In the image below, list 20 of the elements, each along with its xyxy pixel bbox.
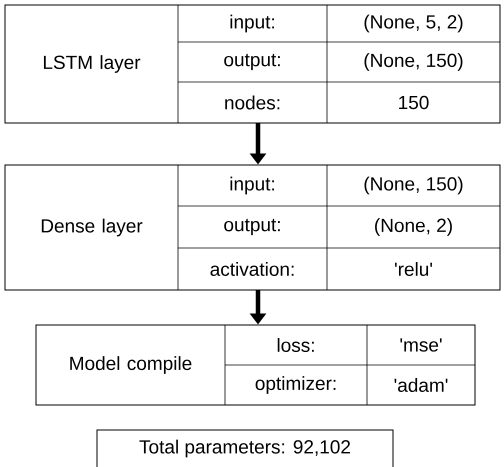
cell-text: (None, 150) xyxy=(364,176,462,194)
cell-text: 'adam' xyxy=(394,378,448,392)
cell-text: (None, 2) xyxy=(375,218,452,236)
title-text: Dense layer xyxy=(42,218,142,236)
cell-text: 'mse' xyxy=(400,338,442,352)
cell-text: output: xyxy=(224,54,280,70)
cell-text: 150 xyxy=(399,96,429,110)
cell-text: (None, 5, 2) xyxy=(364,14,462,32)
cell-text: activation: xyxy=(210,262,294,276)
cell-text: optimizer: xyxy=(256,376,336,394)
cell-text: input: xyxy=(230,176,274,194)
summary-box: Total parameters: 92,102 xyxy=(96,430,394,467)
cell-text: nodes: xyxy=(225,96,280,110)
title-text: Model compile xyxy=(70,356,192,374)
cell-text: (None, 150) xyxy=(364,53,462,71)
cell-text: loss: xyxy=(278,338,314,352)
title-text: LSTM layer xyxy=(44,55,140,73)
cell-text: input: xyxy=(230,14,274,32)
cell-text: output: xyxy=(224,218,280,236)
cell-text: 'relu' xyxy=(395,262,432,276)
